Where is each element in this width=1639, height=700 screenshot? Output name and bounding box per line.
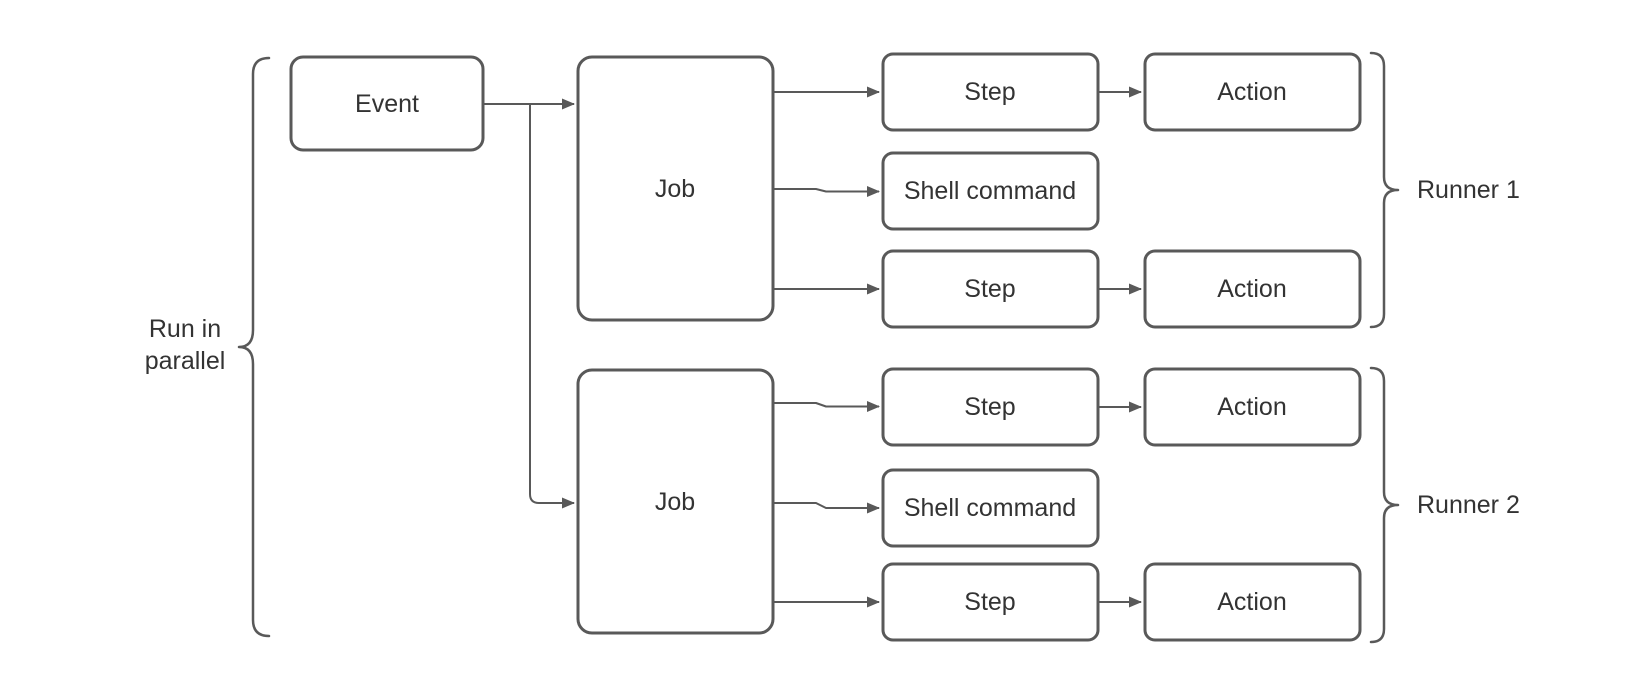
runner-1-label: Runner 1 bbox=[1417, 176, 1520, 204]
shell-command-2-label: Shell command bbox=[904, 494, 1076, 522]
run-in-parallel-group: Run in parallel bbox=[145, 56, 271, 638]
connectors bbox=[483, 86, 1142, 608]
job-1-label: Job bbox=[655, 175, 695, 203]
run-in-parallel-label-line2: parallel bbox=[145, 347, 226, 375]
action-4-label: Action bbox=[1217, 588, 1286, 616]
step-3-box bbox=[881, 367, 1100, 447]
action-4-box bbox=[1143, 562, 1362, 642]
arrow-job2-to-step3 bbox=[773, 401, 880, 412]
step-1-label: Step bbox=[964, 78, 1015, 106]
left-brace bbox=[237, 56, 271, 638]
event-node: Event bbox=[289, 55, 485, 152]
shell-command-1-label: Shell command bbox=[904, 177, 1076, 205]
arrow-job2-to-shell2 bbox=[773, 502, 880, 514]
action-1-node: Action bbox=[1143, 52, 1362, 132]
step-1-box bbox=[881, 52, 1100, 132]
runner-2-label: Runner 2 bbox=[1417, 491, 1520, 519]
action-1-box bbox=[1143, 52, 1362, 132]
action-2-label: Action bbox=[1217, 275, 1286, 303]
step-2-node: Step bbox=[881, 249, 1100, 329]
arrow-job1-to-shell1 bbox=[773, 186, 880, 197]
step-2-box bbox=[881, 249, 1100, 329]
runner-2-group: Runner 2 bbox=[1369, 366, 1520, 644]
action-3-box bbox=[1143, 367, 1362, 447]
event-box bbox=[289, 55, 485, 152]
step-2-label: Step bbox=[964, 275, 1015, 303]
action-1-label: Action bbox=[1217, 78, 1286, 106]
step-3-label: Step bbox=[964, 393, 1015, 421]
runner-1-group: Runner 1 bbox=[1369, 51, 1520, 329]
step-3-node: Step bbox=[881, 367, 1100, 447]
shell-command-2-box bbox=[881, 468, 1100, 548]
shell-command-1-box bbox=[881, 151, 1100, 231]
job-1-node: Job bbox=[576, 55, 775, 322]
action-2-node: Action bbox=[1143, 249, 1362, 329]
job-2-label: Job bbox=[655, 488, 695, 516]
job-2-box bbox=[576, 368, 775, 635]
action-4-node: Action bbox=[1143, 562, 1362, 642]
runner-2-brace bbox=[1369, 366, 1400, 644]
action-2-box bbox=[1143, 249, 1362, 329]
shell-command-2-node: Shell command bbox=[881, 468, 1100, 548]
step-4-label: Step bbox=[964, 588, 1015, 616]
arrow-event-to-job2 bbox=[529, 104, 575, 509]
job-1-box bbox=[576, 55, 775, 322]
step-4-box bbox=[881, 562, 1100, 642]
event-label: Event bbox=[355, 90, 419, 118]
job-2-node: Job bbox=[576, 368, 775, 635]
runner-1-brace bbox=[1369, 51, 1400, 329]
shell-command-1-node: Shell command bbox=[881, 151, 1100, 231]
step-1-node: Step bbox=[881, 52, 1100, 132]
run-in-parallel-label-line1: Run in bbox=[149, 315, 221, 343]
action-3-label: Action bbox=[1217, 393, 1286, 421]
action-3-node: Action bbox=[1143, 367, 1362, 447]
step-4-node: Step bbox=[881, 562, 1100, 642]
